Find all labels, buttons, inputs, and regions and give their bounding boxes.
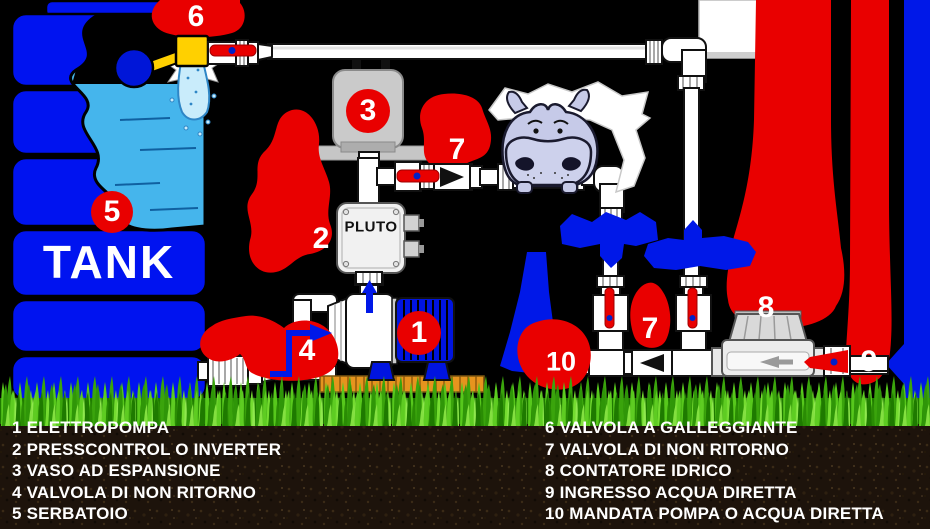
- legend-item: 5 SERBATOIO: [12, 504, 128, 523]
- legend-item: 4 VALVOLA DI NON RITORNO: [12, 483, 257, 502]
- flow-arrow-down: [560, 212, 658, 268]
- delivery-check-callout-blob: [420, 93, 492, 171]
- mains-water-arrow: [886, 0, 930, 420]
- mains-check-callout-blob: [630, 282, 671, 348]
- badge-tank: 5: [103, 195, 121, 228]
- legend-item: 7 VALVOLA DI NON RITORNO: [545, 440, 790, 459]
- badge-expansion-vessel: 3: [359, 94, 377, 127]
- presscontrol-unit: [336, 202, 424, 285]
- legend-item: 2 PRESSCONTROL O INVERTER: [12, 440, 282, 459]
- legend-item: 10 MANDATA POMPA O ACQUA DIRETTA: [545, 504, 884, 523]
- badge-delivery-line: 10: [545, 346, 577, 377]
- mains-inlet-callout-blob: [845, 0, 892, 385]
- float-valve-callout-blob: [151, 0, 245, 38]
- tank-badge-circle: [91, 191, 133, 233]
- legend-item: 1 ELETTROPOMPA: [12, 418, 170, 437]
- grass-front: [0, 380, 930, 426]
- pump-badge-circle: [397, 311, 441, 355]
- spray-dots: [186, 68, 200, 106]
- hippo-ear-right: [567, 88, 590, 113]
- badge-presscontrol: 2: [312, 222, 330, 255]
- hippo-foot-right: [561, 181, 578, 194]
- legend-item: 9 INGRESSO ACQUA DIRETTA: [545, 483, 797, 502]
- tank-label: TANK: [42, 236, 176, 288]
- float-valve: [113, 34, 273, 137]
- badge-water-meter: 8: [757, 291, 775, 324]
- flow-arrow-up: [644, 220, 756, 270]
- soil: [0, 418, 930, 529]
- vessel-badge-circle: [346, 89, 390, 133]
- controller-label: PLUTO: [344, 218, 398, 236]
- wall-pipe-cutout: [698, 0, 758, 59]
- check-valve-arrow: [440, 167, 464, 187]
- delivery-callout-blob: [517, 319, 591, 390]
- hippo-ear-left: [506, 90, 529, 115]
- badge-float-valve: 6: [187, 0, 205, 33]
- meter-flow-arrow: [760, 356, 779, 368]
- hippo-mascot: [501, 88, 599, 194]
- badge-suction-check-valve: 4: [298, 334, 316, 367]
- presscontrol-callout-blob: [247, 109, 332, 273]
- legend-item: 8 CONTATORE IDRICO: [545, 461, 732, 480]
- water-droplets: [169, 93, 217, 137]
- water-ripples: [114, 117, 199, 211]
- float-ball: [113, 47, 155, 89]
- badge-mains-check-valve: 7: [641, 312, 659, 345]
- legend-item: 6 VALVOLA A GALLEGGIANTE: [545, 418, 798, 437]
- flow-arrow-into-controller: [362, 280, 377, 313]
- mains-inlet-pointer: [804, 350, 848, 373]
- float-valve-body: [174, 34, 210, 68]
- water-spray: [177, 61, 211, 121]
- valve-handle: [604, 287, 615, 329]
- valve-handle: [687, 287, 698, 329]
- storage-tank: [10, 0, 208, 402]
- muzzle-dots: [527, 172, 569, 179]
- hippo-foot-left: [516, 181, 533, 194]
- check-valve-arrow: [640, 354, 664, 372]
- shutoff-valve-mains: [671, 275, 716, 377]
- badge-pump: 1: [410, 316, 428, 349]
- badge-mains-inlet: 9: [860, 345, 878, 378]
- bottom-manifold: [533, 275, 889, 377]
- badge-delivery-check-valve: 7: [448, 133, 466, 166]
- water-meter-callout-blob: [726, 0, 845, 329]
- legend-item: 3 VASO AD ESPANSIONE: [12, 461, 221, 480]
